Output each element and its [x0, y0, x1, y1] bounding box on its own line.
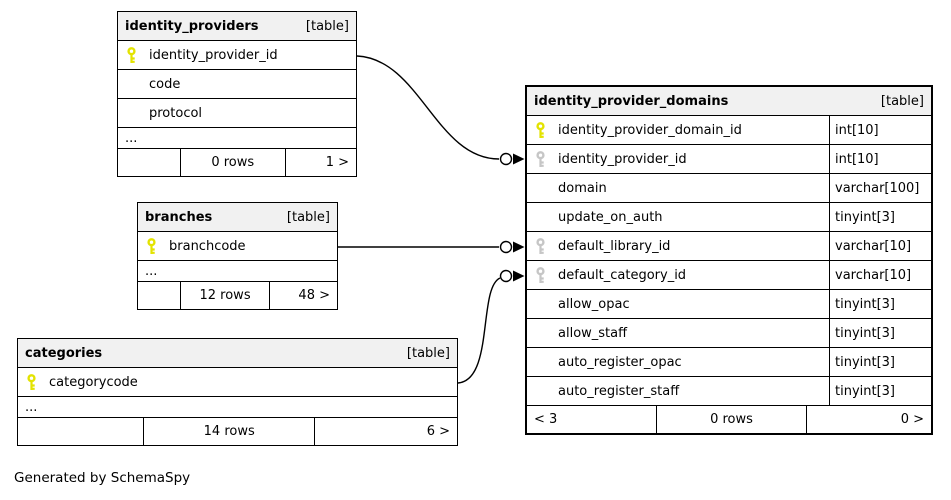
- column-name[interactable]: allow_opac: [558, 296, 630, 312]
- table-header[interactable]: identity_providers [table]: [118, 12, 356, 41]
- column-row[interactable]: branchcode: [138, 232, 337, 261]
- collapsed-columns-indicator: ...: [18, 397, 457, 418]
- table-footer: 14 rows 6 >: [18, 418, 457, 445]
- column-type: varchar[100]: [829, 174, 931, 202]
- column-name[interactable]: auto_register_opac: [558, 354, 682, 370]
- table-footer: 0 rows 1 >: [118, 149, 356, 176]
- table-badge: [table]: [286, 209, 330, 225]
- table-header[interactable]: categories [table]: [18, 339, 457, 368]
- column-name[interactable]: categorycode: [49, 374, 138, 390]
- collapsed-columns-indicator: ...: [118, 128, 356, 149]
- table-categories: categories [table] categorycode ... 14 r…: [17, 338, 458, 446]
- footer-row-count: 14 rows: [143, 418, 314, 445]
- column-row[interactable]: domain varchar[100]: [527, 174, 931, 203]
- table-header[interactable]: identity_provider_domains [table]: [527, 87, 931, 116]
- column-type: tinyint[3]: [829, 377, 931, 405]
- primary-key-icon: [118, 46, 149, 64]
- arrowhead-icon: [513, 153, 525, 165]
- column-row[interactable]: allow_opac tinyint[3]: [527, 290, 931, 319]
- table-title[interactable]: identity_providers: [125, 18, 259, 34]
- column-name[interactable]: default_library_id: [558, 238, 671, 254]
- table-title[interactable]: identity_provider_domains: [534, 93, 729, 109]
- table-title[interactable]: branches: [145, 209, 213, 225]
- table-badge: [table]: [305, 18, 349, 34]
- column-row[interactable]: default_library_id varchar[10]: [527, 232, 931, 261]
- column-name[interactable]: auto_register_staff: [558, 383, 680, 399]
- column-type: int[10]: [829, 145, 931, 173]
- relation-circle-icon: [499, 269, 513, 283]
- footer-parents-count: < 3: [534, 412, 558, 427]
- footer-row-count: 0 rows: [656, 406, 805, 433]
- table-header[interactable]: branches [table]: [138, 203, 337, 232]
- column-name[interactable]: protocol: [149, 105, 203, 121]
- column-row[interactable]: update_on_auth tinyint[3]: [527, 203, 931, 232]
- column-name[interactable]: allow_staff: [558, 325, 628, 341]
- column-row[interactable]: identity_provider_domain_id int[10]: [527, 116, 931, 145]
- relation-circle-icon: [499, 152, 513, 166]
- column-name[interactable]: update_on_auth: [558, 209, 663, 225]
- table-badge: [table]: [880, 93, 924, 109]
- column-row[interactable]: protocol: [118, 99, 356, 128]
- foreign-key-icon: [527, 237, 558, 255]
- footer-parents-count: [18, 418, 143, 445]
- column-name[interactable]: identity_provider_id: [149, 47, 278, 63]
- foreign-key-icon: [527, 150, 558, 168]
- table-badge: [table]: [406, 345, 450, 361]
- arrowhead-icon: [513, 270, 525, 282]
- primary-key-icon: [138, 237, 169, 255]
- column-type: int[10]: [829, 116, 931, 144]
- footer-row-count: 12 rows: [179, 282, 270, 309]
- column-type: varchar[10]: [829, 232, 931, 260]
- column-type: tinyint[3]: [829, 290, 931, 318]
- footer-row-count: 0 rows: [179, 149, 285, 176]
- footer-children-count: 48 >: [269, 282, 337, 309]
- column-type: tinyint[3]: [829, 319, 931, 347]
- arrowhead-icon: [513, 241, 525, 253]
- collapsed-columns-indicator: ...: [138, 261, 337, 282]
- column-type: tinyint[3]: [829, 348, 931, 376]
- table-identity-providers: identity_providers [table] identity_prov…: [117, 11, 357, 177]
- column-name[interactable]: identity_provider_domain_id: [558, 122, 742, 138]
- column-name[interactable]: branchcode: [169, 238, 246, 254]
- table-identity-provider-domains: identity_provider_domains [table] identi…: [525, 85, 933, 435]
- column-row[interactable]: auto_register_opac tinyint[3]: [527, 348, 931, 377]
- relation-line-identity-providers: [356, 55, 500, 160]
- footer-parents-count: [118, 149, 180, 176]
- column-name[interactable]: domain: [558, 180, 607, 196]
- schemaspy-credit: Generated by SchemaSpy: [14, 470, 191, 486]
- column-row[interactable]: identity_provider_id: [118, 41, 356, 70]
- table-branches: branches [table] branchcode ... 12 rows …: [137, 202, 338, 310]
- column-row[interactable]: auto_register_staff tinyint[3]: [527, 377, 931, 406]
- foreign-key-icon: [527, 266, 558, 284]
- column-row[interactable]: identity_provider_id int[10]: [527, 145, 931, 174]
- footer-children-count: 1 >: [284, 149, 356, 176]
- column-type: varchar[10]: [829, 261, 931, 289]
- table-footer: 12 rows 48 >: [138, 282, 337, 309]
- column-row[interactable]: allow_staff tinyint[3]: [527, 319, 931, 348]
- table-footer: < 3 0 rows 0 >: [527, 406, 931, 433]
- column-row[interactable]: code: [118, 70, 356, 99]
- column-type: tinyint[3]: [829, 203, 931, 231]
- relation-line-categories: [457, 277, 501, 384]
- relation-circle-icon: [499, 240, 513, 254]
- column-name[interactable]: identity_provider_id: [558, 151, 687, 167]
- column-row[interactable]: default_category_id varchar[10]: [527, 261, 931, 290]
- column-row[interactable]: categorycode: [18, 368, 457, 397]
- column-name[interactable]: code: [149, 76, 181, 92]
- footer-children-count: 6 >: [314, 418, 457, 445]
- primary-key-icon: [18, 373, 49, 391]
- column-name[interactable]: default_category_id: [558, 267, 687, 283]
- primary-key-icon: [527, 121, 558, 139]
- footer-children-count: 0 >: [805, 406, 931, 433]
- footer-parents-count: [138, 282, 180, 309]
- table-title[interactable]: categories: [25, 345, 103, 361]
